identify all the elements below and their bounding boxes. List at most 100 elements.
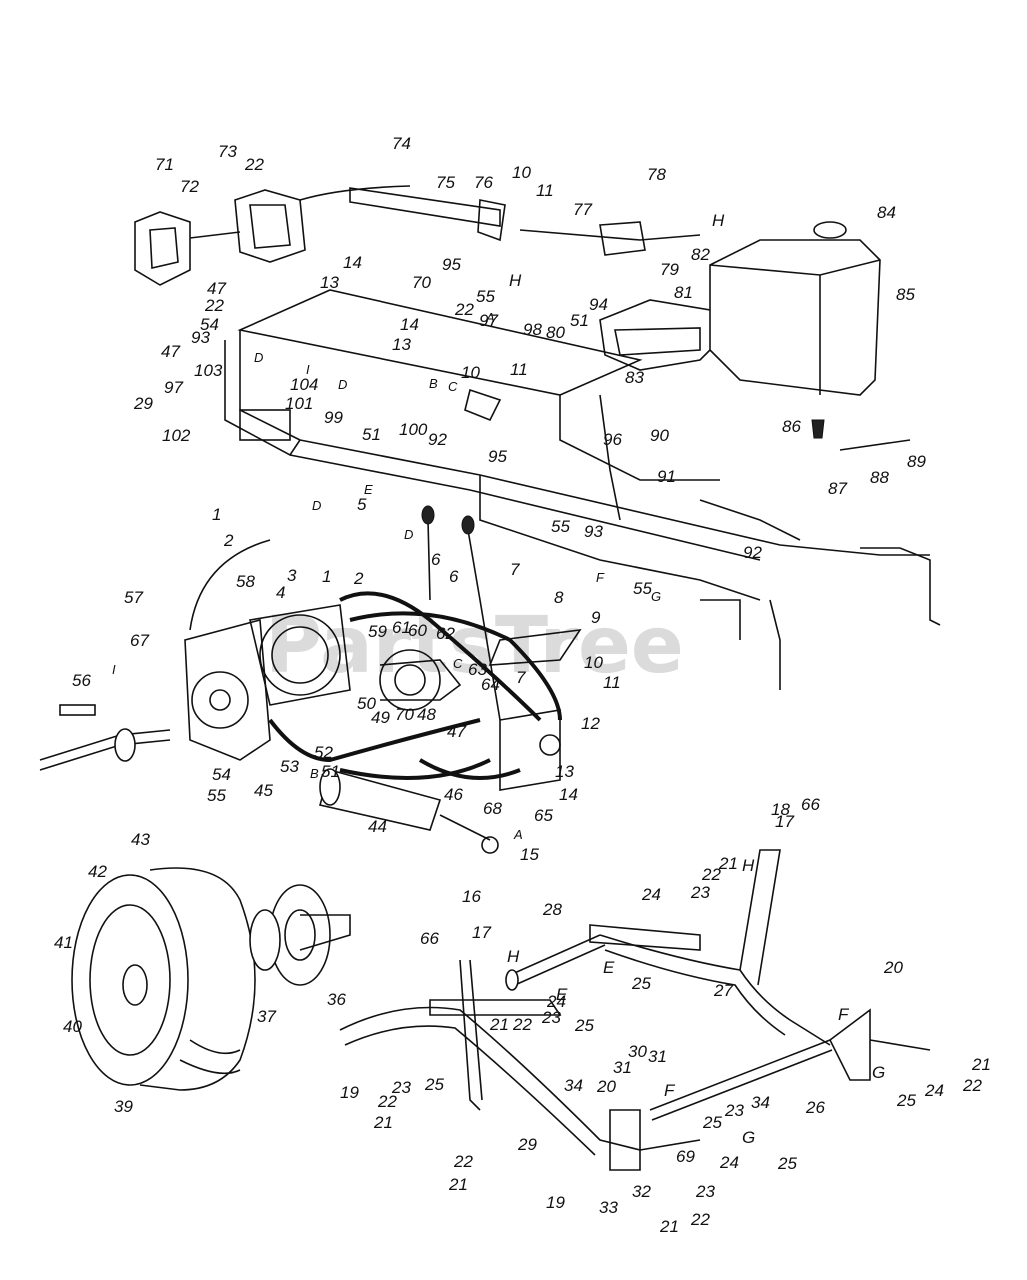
part-number-label-98: 98 [523, 320, 542, 339]
part-number-label-22: 22 [454, 300, 474, 319]
part-number-label-11: 11 [510, 360, 528, 379]
part-number-label-23: 23 [695, 1182, 715, 1201]
part-number-label-22: 22 [690, 1210, 710, 1229]
part-number-label-2: 2 [353, 569, 364, 588]
part-number-label-24: 24 [924, 1081, 944, 1100]
part-number-label-104: 104 [290, 375, 318, 394]
part-number-label-89: 89 [907, 452, 926, 471]
part-number-label-F: F [838, 1005, 850, 1024]
part-number-label-23: 23 [724, 1101, 744, 1120]
part-number-label-62: 62 [436, 624, 455, 643]
part-number-label-95: 95 [442, 255, 461, 274]
part-number-label-1: 1 [322, 567, 331, 586]
shift-levers [421, 505, 582, 721]
part-number-label-31: 31 [648, 1047, 667, 1066]
part-number-label-G: G [872, 1063, 885, 1082]
part-number-label-60: 60 [408, 621, 427, 640]
reference-letter-D: D [404, 527, 413, 542]
part-number-label-20: 20 [596, 1077, 616, 1096]
part-number-label-99: 99 [324, 408, 343, 427]
part-number-label-23: 23 [391, 1078, 411, 1097]
part-number-label-12: 12 [581, 714, 600, 733]
part-number-label-55: 55 [551, 517, 570, 536]
part-number-label-15: 15 [520, 845, 539, 864]
part-number-label-81: 81 [674, 283, 693, 302]
part-number-label-42: 42 [88, 862, 107, 881]
part-number-label-25: 25 [631, 974, 651, 993]
part-number-label-22: 22 [244, 155, 264, 174]
part-number-label-50: 50 [357, 694, 376, 713]
part-number-label-61: 61 [392, 618, 411, 637]
part-number-label-26: 26 [805, 1098, 825, 1117]
part-number-label-32: 32 [632, 1182, 651, 1201]
part-number-label-10: 10 [584, 653, 603, 672]
reference-letter-C: C [448, 379, 458, 394]
part-number-label-66: 66 [420, 929, 439, 948]
part-number-label-47: 47 [207, 279, 226, 298]
part-number-label-25: 25 [896, 1091, 916, 1110]
part-number-label-56: 56 [72, 671, 91, 690]
hydrostatic-pump [379, 649, 462, 711]
part-number-label-51: 51 [321, 762, 340, 781]
part-number-label-29: 29 [133, 394, 153, 413]
part-number-label-68: 68 [483, 799, 502, 818]
part-number-label-21: 21 [971, 1055, 991, 1074]
part-number-label-7: 7 [510, 560, 520, 579]
part-number-label-75: 75 [436, 173, 455, 192]
steering-bracket-assembly [134, 185, 411, 286]
part-number-label-53: 53 [280, 757, 299, 776]
part-number-label-21: 21 [659, 1217, 679, 1236]
part-number-label-80: 80 [546, 323, 565, 342]
axle-shaft [39, 704, 171, 771]
part-number-label-E: E [603, 958, 615, 977]
part-number-label-55: 55 [633, 579, 652, 598]
part-number-label-6: 6 [449, 567, 459, 586]
part-number-label-30: 30 [628, 1042, 647, 1061]
part-number-label-79: 79 [660, 260, 679, 279]
part-number-label-21: 21 [373, 1113, 393, 1132]
part-number-label-13: 13 [555, 762, 574, 781]
part-number-label-87: 87 [828, 479, 847, 498]
part-number-label-55: 55 [207, 786, 226, 805]
part-number-label-59: 59 [368, 622, 387, 641]
part-number-label-90: 90 [650, 426, 669, 445]
reference-letter-E: E [364, 482, 373, 497]
seat-pan [599, 299, 721, 371]
part-number-label-22: 22 [962, 1076, 982, 1095]
part-number-label-23: 23 [541, 1008, 561, 1027]
part-number-label-34: 34 [751, 1093, 770, 1112]
part-number-label-47: 47 [447, 722, 466, 741]
part-number-label-54: 54 [212, 765, 231, 784]
part-number-label-51: 51 [570, 311, 589, 330]
part-number-label-100: 100 [399, 420, 428, 439]
part-number-label-G: G [742, 1128, 755, 1147]
part-number-label-8: 8 [554, 588, 564, 607]
part-number-label-24: 24 [719, 1153, 739, 1172]
part-number-label-41: 41 [54, 933, 73, 952]
part-number-label-16: 16 [462, 887, 481, 906]
reference-letter-D: D [312, 498, 321, 513]
fuel-tank [709, 221, 911, 451]
part-number-label-70: 70 [412, 273, 431, 292]
part-number-label-3: 3 [287, 566, 297, 585]
part-number-label-96: 96 [603, 430, 622, 449]
part-number-label-52: 52 [314, 743, 333, 762]
reference-letter-C: C [453, 656, 463, 671]
part-number-label-74: 74 [392, 134, 411, 153]
part-number-label-14: 14 [343, 253, 362, 272]
part-number-label-72: 72 [180, 177, 199, 196]
reference-letter-B: B [310, 766, 319, 781]
cross-rod [609, 1008, 931, 1171]
control-bracket-right [499, 709, 561, 791]
part-number-label-17: 17 [472, 923, 491, 942]
steering-link-bar [349, 187, 701, 256]
part-number-label-67: 67 [130, 631, 149, 650]
part-number-label-E: E [556, 985, 568, 1004]
part-number-label-7: 7 [516, 668, 526, 687]
part-number-label-47: 47 [161, 342, 180, 361]
part-number-label-29: 29 [517, 1135, 537, 1154]
rear-wheel-tire [71, 867, 256, 1091]
part-number-label-93: 93 [584, 522, 603, 541]
